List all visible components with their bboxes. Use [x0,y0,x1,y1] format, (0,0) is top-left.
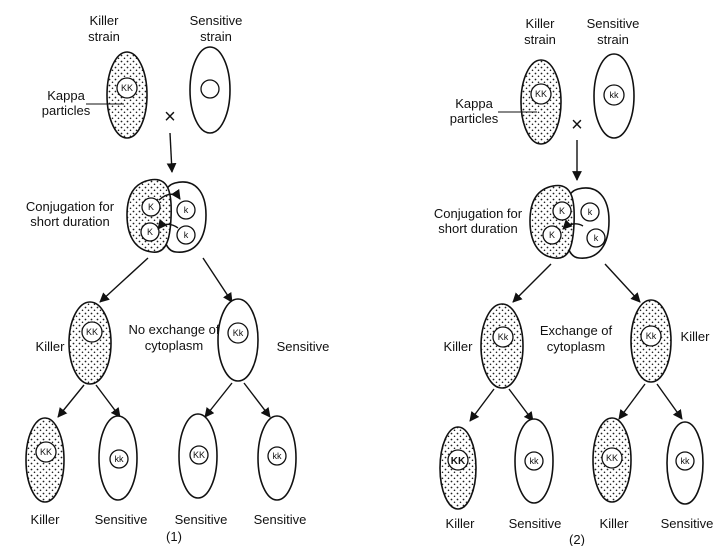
panel1-conjugation-label-line2: short duration [30,214,110,229]
panel1-gen2-label-1: Killer [31,512,61,527]
panel1-gen1-left-genotype: KK [86,327,98,337]
panel1-arrow-g2-4 [244,383,270,417]
panel1-gen2-genotype-1: KK [40,447,52,457]
panel1-arrow-to-left [100,258,148,302]
panel2-gen1-left-label: Killer [444,339,474,354]
panel1-conjugating-pair: K k K k [127,179,206,252]
panel2-gen2-label-4: Sensitive [661,516,714,531]
panel1-exchange-label-line1: No exchange of [128,322,219,337]
panel1-gen2-label-2: Sensitive [95,512,148,527]
panel2-gen1-right-genotype: Kk [646,331,657,341]
panel-1: Killer strain Sensitive strain KK Kappa … [26,13,329,544]
panel2-exchange-label-line1: Exchange of [540,323,613,338]
panel2-number: (2) [569,532,585,546]
panel1-conjugation-label-line1: Conjugation for [26,199,115,214]
panel1-gen1-right-genotype: Kk [233,328,244,338]
panel2-gen2-genotype-2: kk [530,456,540,466]
panel2-killer-strain-label-line2: strain [524,32,556,47]
panel1-kappa-label-line2: particles [42,103,91,118]
panel2-arrow-g2-3 [619,384,645,419]
panel1-killer-strain-label-line1: Killer [90,13,120,28]
panel2-sensitive-parent-genotype: kk [610,90,620,100]
panel2-gen1-left-genotype: Kk [498,332,509,342]
panel2-arrow-to-right [605,264,640,302]
panel2-arrow-g2-4 [657,384,682,419]
panel2-sensitive-strain-label-line1: Sensitive [587,16,640,31]
panel2-conjugating-pair: K k K k [530,185,609,258]
panel2-arrow-to-left [513,264,551,302]
panel1-kappa-label-line1: Kappa [47,88,85,103]
panel1-gen2-label-4: Sensitive [254,512,307,527]
panel1-gen2-genotype-2: kk [115,454,125,464]
panel1-conj-nucleus-1-label: K [148,202,154,212]
panel1-number: (1) [166,529,182,544]
panel2-conjugation-label-line2: short duration [438,221,518,236]
panel2-conj-nucleus-2-label: k [588,207,593,217]
panel2-exchange-label-line2: cytoplasm [547,339,606,354]
panel1-killer-strain-label-line2: strain [88,29,120,44]
panel2-arrow-g2-1 [470,389,494,421]
panel2-conj-killer-cell [530,185,574,258]
panel1-sensitive-strain-label-line1: Sensitive [190,13,243,28]
panel2-conj-nucleus-1-label: K [559,206,565,216]
panel2-cross-symbol: × [571,114,583,136]
panel1-sensitive-strain-label-line2: strain [200,29,232,44]
panel1-conj-nucleus-3-label: K [147,227,153,237]
panel1-gen1-left-cell [69,302,111,384]
panel2-arrow-g2-2 [509,389,533,421]
panel1-cross-arrow [170,133,172,172]
panel2-gen2-label-2: Sensitive [509,516,562,531]
panel1-arrow-g2-3 [205,383,232,417]
panel1-gen2-label-3: Sensitive [175,512,228,527]
panel2-sensitive-strain-label-line2: strain [597,32,629,47]
panel1-conj-nucleus-4-label: k [184,230,189,240]
panel2-gen2-label-1: Killer [446,516,476,531]
panel1-sensitive-parent-nucleus [201,80,219,98]
panel1-arrow-g2-2 [96,385,120,417]
panel1-arrow-to-right [203,258,232,302]
panel1-cross-symbol: × [164,106,176,128]
panel2-gen1-right-label: Killer [681,329,711,344]
panel2-killer-strain-label-line1: Killer [526,16,556,31]
panel1-gen2-genotype-3: KK [193,450,205,460]
panel2-gen2-genotype-4: kk [681,456,691,466]
panel2-gen2-genotype-3: KK [606,453,618,463]
panel2-gen2-genotype-1: KK [451,456,466,467]
panel1-conj-nucleus-2-label: k [184,205,189,215]
panel2-killer-parent-genotype: KK [535,89,547,99]
panel1-exchange-label-line2: cytoplasm [145,338,204,353]
panel-2: Killer strain Sensitive strain KK kk Kap… [434,16,713,546]
panel1-gen1-left-label: Killer [36,339,66,354]
panel1-killer-parent-genotype: KK [121,83,133,93]
panel2-conjugation-label-line1: Conjugation for [434,206,523,221]
panel1-gen1-right-label: Sensitive [277,339,330,354]
panel2-kappa-label-line2: particles [450,111,499,126]
panel1-gen2-genotype-4: kk [273,451,283,461]
panel1-arrow-g2-1 [58,385,84,417]
panel2-gen2-label-3: Killer [600,516,630,531]
panel2-kappa-label-line1: Kappa [455,96,493,111]
panel2-conj-nucleus-3-label: K [549,230,555,240]
panel2-conj-nucleus-4-label: k [594,233,599,243]
